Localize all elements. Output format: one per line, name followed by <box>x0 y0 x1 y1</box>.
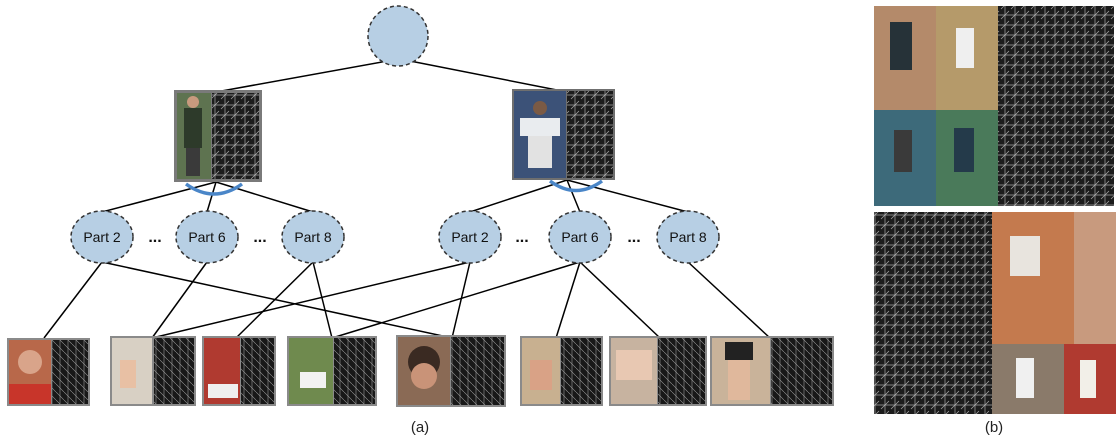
leaf-thumb-knee <box>710 336 834 406</box>
part-node-right-6: Part 6 <box>548 210 612 264</box>
edge <box>101 261 453 339</box>
edge-left-part6 <box>206 181 217 213</box>
hog-image <box>567 91 613 178</box>
leaf-thumb-face <box>7 338 90 406</box>
edge-right-part2 <box>469 179 568 213</box>
part-node-right-2: Part 2 <box>438 210 502 264</box>
edge-root-right <box>404 59 568 93</box>
edge-right-part6 <box>566 179 581 213</box>
photo <box>1074 212 1116 344</box>
edges <box>43 59 771 339</box>
part-label: Part 2 <box>83 229 121 245</box>
edge <box>687 261 771 339</box>
leaf-thumb-foot <box>287 336 377 406</box>
ellipsis: ... <box>627 229 640 246</box>
ellipsis: ... <box>253 229 266 246</box>
edge <box>331 261 581 339</box>
edge <box>151 261 471 339</box>
part-node-left-6: Part 6 <box>175 210 239 264</box>
part-label: Part 8 <box>294 229 332 245</box>
leaf-thumb-hand <box>110 336 196 406</box>
part-node-left-2: Part 2 <box>70 210 134 264</box>
panel-b-top <box>874 6 1114 206</box>
part-label: Part 2 <box>451 229 489 245</box>
arc-right <box>548 179 604 193</box>
caption-b: (b) <box>985 419 1003 436</box>
hog-image <box>998 6 1114 206</box>
hog-image <box>212 93 259 179</box>
leaf-thumb-shoulder <box>609 336 707 406</box>
edge <box>579 261 661 339</box>
edge <box>151 261 208 339</box>
panel-b-bottom <box>874 212 1116 414</box>
part-node-left-8: Part 8 <box>281 210 345 264</box>
left-group-template <box>174 90 262 182</box>
ellipsis: ... <box>148 229 161 246</box>
part-node-right-8: Part 8 <box>656 210 720 264</box>
leaf-thumbnails <box>7 335 834 407</box>
leaf-thumb-head <box>396 335 506 407</box>
edge <box>451 261 471 339</box>
arc-left <box>184 182 244 196</box>
root-node <box>367 5 429 67</box>
part-label: Part 6 <box>188 229 226 245</box>
edge-right-part8 <box>566 179 689 213</box>
right-group-template <box>512 89 615 180</box>
part-label: Part 8 <box>669 229 707 245</box>
photo <box>992 212 1074 344</box>
edge-left-part2 <box>101 181 217 213</box>
caption-a: (a) <box>411 419 429 436</box>
edge-root-left <box>215 59 394 93</box>
edge <box>43 261 103 339</box>
part-label: Part 6 <box>561 229 599 245</box>
leaf-thumb-shoe <box>202 336 276 406</box>
leaf-thumb-elbow <box>520 336 603 406</box>
edge <box>235 261 314 339</box>
edge <box>555 261 581 339</box>
ellipsis: ... <box>515 229 528 246</box>
edge-left-part8 <box>215 181 314 213</box>
edge <box>312 261 333 339</box>
hog-image <box>874 212 992 414</box>
